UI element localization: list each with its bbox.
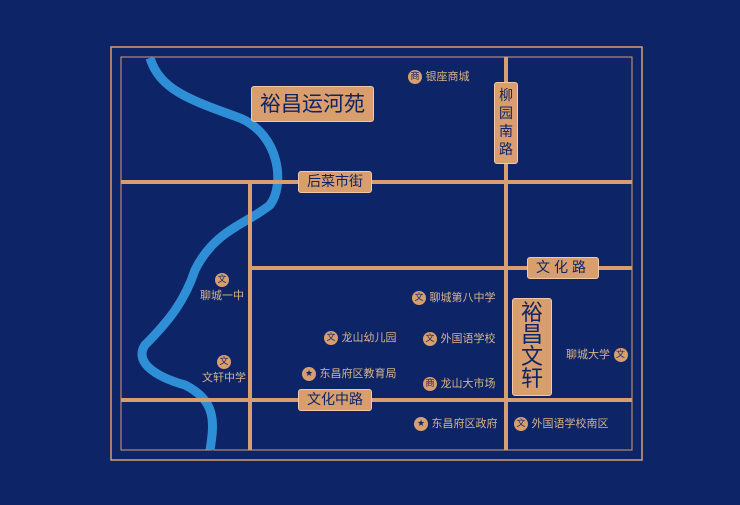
- poi-label: 龙山幼儿园: [341, 331, 397, 344]
- poi-label: 银座商城: [425, 70, 470, 83]
- school-icon: 文: [217, 355, 231, 369]
- poi-waiguoyu-nan: 文 外国语学校南区: [514, 416, 609, 432]
- school-icon: 文: [412, 291, 426, 305]
- poi-wenxuan-zhongxue: 文 文轩中学: [200, 354, 248, 386]
- poi-label: 聊城一中: [200, 289, 244, 302]
- poi-dongchang-zhengfu: ★ 东昌府区政府: [414, 416, 498, 432]
- poi-label: 外国语学校: [440, 332, 496, 345]
- mall-icon: 商: [408, 70, 422, 84]
- poi-label: 聊城第八中学: [429, 291, 496, 304]
- poi-label: 东昌府区政府: [431, 417, 498, 430]
- poi-longshan-youer: 文 龙山幼儿园: [324, 330, 397, 346]
- school-icon: 文: [423, 332, 437, 346]
- star-icon: ★: [414, 417, 428, 431]
- star-icon: ★: [302, 367, 316, 381]
- inner-frame: [120, 56, 633, 451]
- school-icon: 文: [324, 331, 338, 345]
- poi-waiguoyu: 文 外国语学校: [423, 331, 496, 347]
- poi-label: 文轩中学: [202, 371, 246, 384]
- school-icon: 文: [514, 417, 528, 431]
- poi-longshan-shichang: 商 龙山大市场: [423, 376, 496, 392]
- estate-yuchang-yunheyuan: 裕昌运河苑: [251, 86, 374, 122]
- poi-label: 东昌府区教育局: [319, 367, 397, 380]
- poi-label: 龙山大市场: [440, 377, 496, 390]
- outer-frame: [110, 46, 643, 461]
- road-label-wenhua: 文化路: [527, 257, 599, 279]
- poi-liaocheng-bazhong: 文 聊城第八中学: [412, 290, 496, 306]
- road-label-houcai: 后菜市街: [298, 171, 372, 193]
- poi-liaocheng-yizhong: 文 聊城一中: [200, 272, 244, 304]
- poi-dongchang-jiaoyuju: ★ 东昌府区教育局: [302, 366, 397, 382]
- road-label-wenhua-zhong: 文化中路: [298, 389, 372, 411]
- poi-yinzuo-mall: 商 银座商城: [408, 69, 470, 85]
- poi-liaocheng-daxue: 聊城大学 文: [566, 347, 628, 363]
- poi-label: 外国语学校南区: [531, 417, 609, 430]
- road-label-liuyuan-nan: 柳园南路: [494, 82, 518, 164]
- school-icon: 文: [215, 273, 229, 287]
- mall-icon: 商: [423, 377, 437, 391]
- river: [137, 56, 283, 451]
- estate-yuchang-wenxuan: 裕昌文轩: [512, 298, 552, 396]
- poi-label: 聊城大学: [566, 348, 610, 361]
- school-icon: 文: [613, 348, 628, 362]
